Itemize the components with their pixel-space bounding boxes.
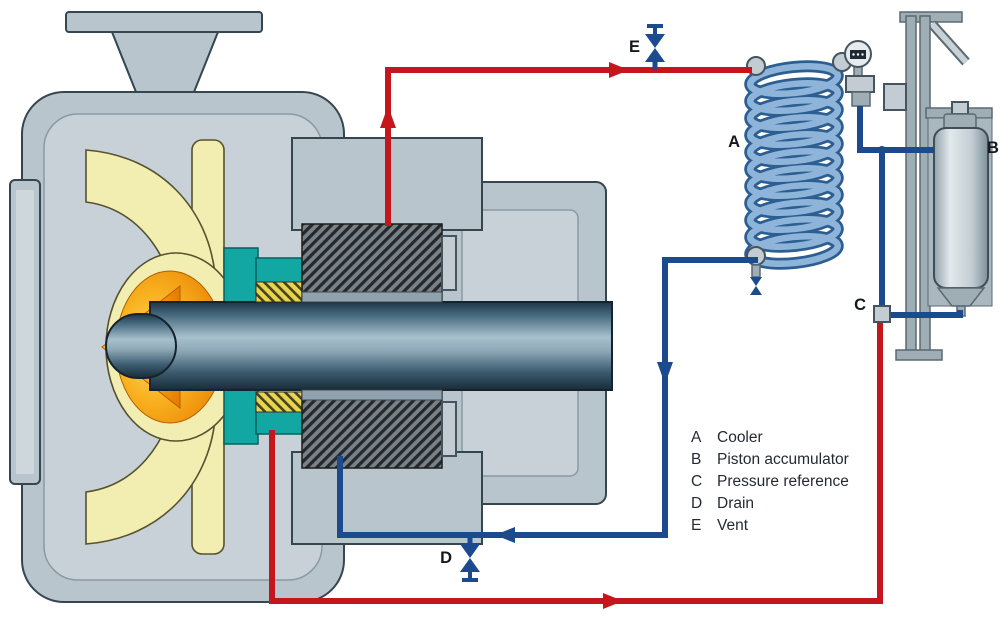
legend-key-a: A	[691, 429, 702, 446]
gland-plate-top	[441, 235, 457, 291]
seal-sleeve-bottom	[301, 389, 443, 401]
cooler-drain-stub	[751, 264, 761, 278]
piping-cool	[337, 106, 963, 543]
drain-valve	[460, 535, 480, 582]
relief-valve-block	[883, 83, 907, 111]
legend-key-c: C	[691, 473, 702, 490]
pipe-tee	[878, 146, 886, 154]
legend-key-d: D	[691, 495, 702, 512]
drain-valve-body-upper	[460, 544, 480, 558]
legend-key-e: E	[691, 517, 701, 534]
legend: A Cooler B Piston accumulator C Pressure…	[691, 429, 849, 534]
callout-drain: D	[440, 549, 452, 567]
gauge-digit-dot	[856, 53, 860, 56]
flow-arrow-up	[380, 106, 396, 128]
drain-valve-body-lower	[460, 558, 480, 572]
vent-valve-body-upper	[645, 34, 665, 48]
legend-label-e: Vent	[717, 517, 749, 534]
flow-arrow-right-bottom	[603, 593, 623, 609]
pressure-instrument	[844, 40, 907, 111]
piping-hot	[269, 62, 883, 609]
legend-label-d: Drain	[717, 495, 754, 512]
callout-accumulator: B	[987, 139, 999, 157]
cooler-coil	[744, 52, 852, 295]
gauge-manifold	[845, 75, 875, 93]
gland-plate-bottom	[441, 401, 457, 457]
vent-valve-body-lower	[645, 48, 665, 62]
shaft	[149, 301, 613, 391]
legend-key-b: B	[691, 451, 701, 468]
callout-pressure-reference: C	[854, 296, 866, 314]
mechanical-seal-cartridge	[255, 223, 457, 469]
vent-valve	[645, 24, 665, 70]
coil-highlight	[746, 63, 842, 267]
accumulator-top-fitting	[951, 101, 969, 115]
callout-vent: E	[629, 38, 640, 56]
pressure-reference-fitting	[873, 305, 891, 323]
gauge-digit-dot	[852, 53, 855, 56]
accumulator-supply-line	[857, 106, 934, 153]
cooler-drain-valve-bottom	[750, 286, 762, 295]
frame-top-plate	[899, 11, 963, 23]
cool-return-line	[337, 257, 758, 538]
legend-label-a: Cooler	[717, 429, 763, 446]
seal-sleeve-top	[301, 291, 443, 303]
hot-supply-line	[385, 67, 752, 226]
frame-foot	[895, 349, 943, 361]
top-flange	[65, 11, 263, 33]
suction-flange-face	[16, 190, 34, 474]
piston-accumulator	[927, 101, 993, 317]
seal-cartridge-top	[301, 223, 443, 303]
seal-cartridge-bottom	[301, 389, 443, 469]
flow-arrow-left	[495, 527, 515, 543]
accumulator-bottom-line	[890, 310, 963, 318]
legend-label-b: Piston accumulator	[717, 451, 849, 468]
frame-bar-left	[905, 15, 917, 353]
frame-brace	[929, 21, 969, 65]
accumulator-cone	[936, 287, 986, 307]
callout-cooler: A	[728, 133, 740, 151]
flow-arrow-down	[657, 362, 673, 384]
legend-label-c: Pressure reference	[717, 473, 849, 490]
hot-bottom-line	[269, 322, 883, 604]
gauge-block	[851, 91, 871, 107]
gauge-digit-dot	[861, 53, 864, 56]
cooler-drain-valve-top	[750, 277, 762, 286]
flow-arrow-right-top	[609, 62, 629, 78]
impeller-nut	[105, 313, 177, 379]
top-pedestal	[110, 31, 220, 93]
accumulator-body	[933, 127, 989, 289]
